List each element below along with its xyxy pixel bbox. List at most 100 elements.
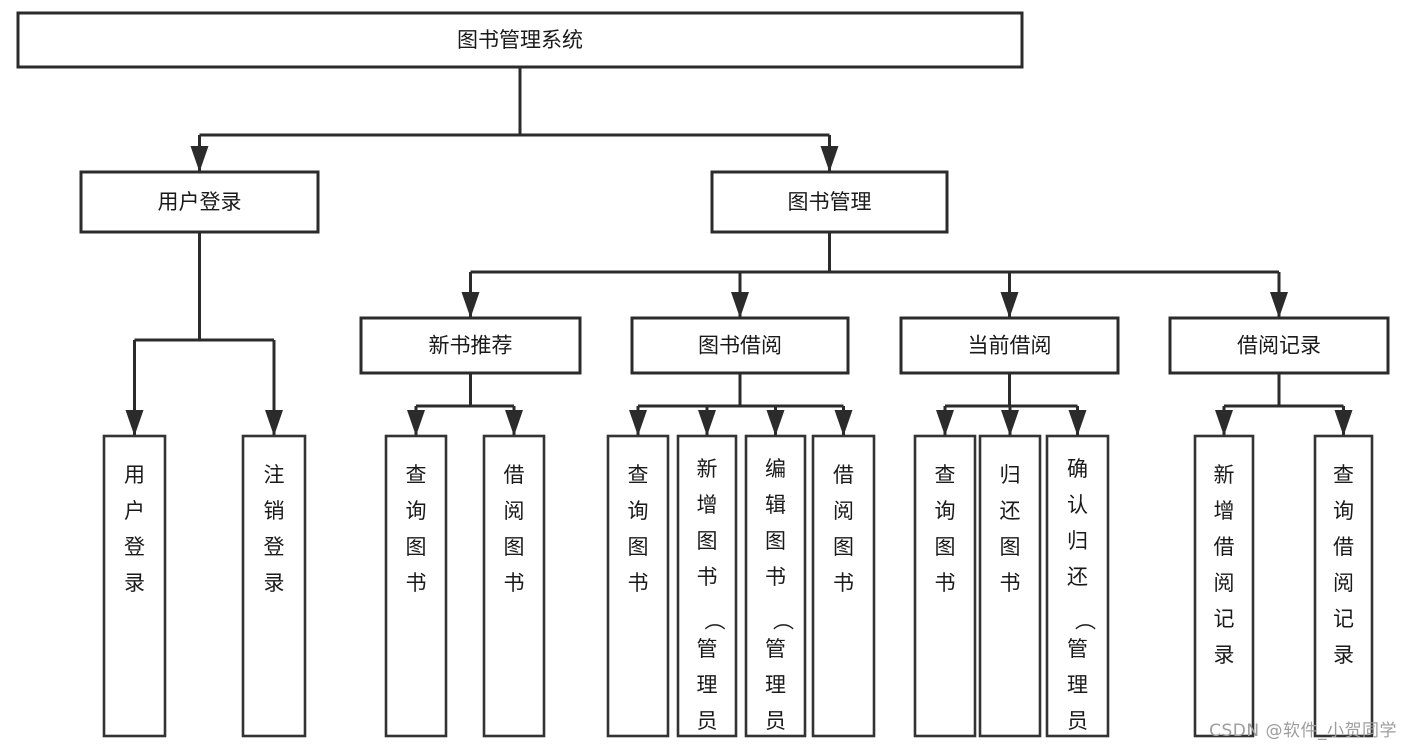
level3-node-0[interactable]: [359, 316, 582, 375]
leaf-node-label-5-char: 员: [697, 709, 718, 733]
leaf-node-0[interactable]: [102, 434, 167, 738]
leaf-node-4[interactable]: [606, 434, 670, 738]
root-node-rect: [16, 11, 1024, 69]
level3-node-2[interactable]: [899, 316, 1120, 375]
leaf-node-4-rect: [606, 434, 670, 738]
group-0-to-leaves-arrow-0: [407, 410, 425, 436]
userlogin-to-leaves-arrow-1: [265, 410, 283, 436]
leaf-node-label-0-char: 用: [124, 463, 145, 487]
leaf-node-label-10-char: 还: [1067, 565, 1088, 589]
leaf-node-label-8-char: 书: [935, 571, 956, 595]
leaf-node-label-4-char: 图: [628, 535, 649, 559]
bookmgmt-to-level3-arrow-0: [461, 292, 480, 318]
group-2-to-leaves-arrow-1: [1001, 410, 1019, 436]
leaf-node-label-1-char: 录: [264, 571, 285, 595]
leaf-node-label-0-char: 录: [124, 571, 145, 595]
leaf-node-label-8-char: 图: [935, 535, 956, 559]
leaf-node-label-5-char: 新: [697, 457, 718, 481]
node-boxes: 图书管理系统用户登录图书管理新书推荐图书借阅当前借阅借阅记录用户登录注销登录查询…: [16, 11, 1390, 738]
leaf-node-label-4-char: 书: [628, 571, 649, 595]
root-node[interactable]: [16, 11, 1024, 69]
leaf-node-1-rect: [241, 434, 307, 738]
level3-node-1-rect: [630, 316, 850, 375]
leaf-node-label-2-char: 书: [406, 571, 427, 595]
leaf-node-label-6-char: （: [771, 610, 795, 631]
level3-node-1[interactable]: [630, 316, 850, 375]
leaf-node-2[interactable]: [384, 434, 448, 738]
leaf-node-12-rect: [1313, 434, 1374, 738]
leaf-node-11-rect: [1193, 434, 1255, 738]
leaf-node-12[interactable]: [1313, 434, 1374, 738]
leaf-node-10[interactable]: [1045, 434, 1110, 738]
leaf-node-label-6-char: 管: [765, 637, 786, 661]
leaf-node-label-10-char: （: [1073, 610, 1097, 631]
leaf-node-7[interactable]: [811, 434, 876, 738]
bookmgmt-to-level3-arrow-1: [731, 292, 749, 318]
level3-node-3-rect: [1168, 316, 1390, 375]
leaf-node-label-4-char: 查: [628, 463, 649, 487]
leaf-node-label-0: 用户登录: [124, 463, 145, 595]
leaf-node-2-rect: [384, 434, 448, 738]
leaf-node-label-1-char: 销: [264, 499, 285, 523]
leaf-node-label-9-char: 书: [1000, 571, 1021, 595]
leaf-node-label-7-char: 借: [833, 463, 854, 487]
leaf-node-label-6-char: 书: [765, 565, 786, 589]
group-1-to-leaves-arrow-3: [834, 410, 853, 436]
leaf-node-label-5-char: 管: [697, 637, 718, 661]
leaf-node-label-1-char: 登: [264, 535, 285, 559]
level3-node-label-2: 当前借阅: [968, 334, 1052, 358]
leaf-node-label-5-char: 增: [697, 493, 718, 517]
level2-node-0[interactable]: [79, 170, 320, 234]
leaf-node-8[interactable]: [913, 434, 977, 738]
level2-node-1-rect: [710, 170, 949, 234]
leaf-node-7-rect: [811, 434, 876, 738]
leaf-node-label-1-char: 注: [264, 463, 285, 487]
leaf-node-9-rect: [978, 434, 1042, 738]
leaf-node-11[interactable]: [1193, 434, 1255, 738]
leaf-node-1[interactable]: [241, 434, 307, 738]
leaf-node-10-rect: [1045, 434, 1110, 738]
connector-lines: [125, 67, 1353, 436]
leaf-node-label-12-char: 录: [1333, 643, 1354, 667]
leaf-node-label-8-char: 查: [935, 463, 956, 487]
level2-node-1[interactable]: [710, 170, 949, 234]
leaf-node-5-rect: [676, 434, 738, 738]
leaf-node-9[interactable]: [978, 434, 1042, 738]
level3-node-label-3: 借阅记录: [1237, 334, 1321, 358]
leaf-node-3[interactable]: [482, 434, 546, 738]
group-2-to-leaves-arrow-0: [936, 410, 954, 436]
leaf-node-6[interactable]: [744, 434, 807, 738]
root-to-level2-arrow-0: [190, 146, 209, 172]
level3-node-3[interactable]: [1168, 316, 1390, 375]
leaf-node-label-11-char: 阅: [1214, 571, 1235, 595]
leaf-node-label-10-char: 理: [1067, 673, 1088, 697]
leaf-node-8-rect: [913, 434, 977, 738]
leaf-node-label-6-char: 图: [765, 529, 786, 553]
leaf-node-label-11-char: 借: [1214, 535, 1235, 559]
leaf-node-label-7-char: 阅: [833, 499, 854, 523]
level3-node-label-0: 新书推荐: [429, 334, 513, 358]
leaf-node-label-11-char: 增: [1214, 499, 1235, 523]
root-to-level2-arrow-1: [820, 146, 839, 172]
leaf-node-label-11-char: 录: [1214, 643, 1235, 667]
leaf-node-label-0-char: 登: [124, 535, 145, 559]
leaf-node-label-8-char: 询: [935, 499, 956, 523]
leaf-node-label-2-char: 询: [406, 499, 427, 523]
level2-node-0-rect: [79, 170, 320, 234]
leaf-node-5[interactable]: [676, 434, 738, 738]
leaf-node-label-11-char: 新: [1214, 463, 1235, 487]
group-1-to-leaves-arrow-2: [766, 410, 785, 436]
level2-node-label-0: 用户登录: [158, 190, 242, 214]
leaf-node-label-5-char: 理: [697, 673, 718, 697]
group-3-to-leaves-arrow-0: [1215, 410, 1233, 436]
leaf-node-label-6-char: 辑: [765, 493, 786, 517]
level3-node-label-1: 图书借阅: [698, 334, 782, 358]
